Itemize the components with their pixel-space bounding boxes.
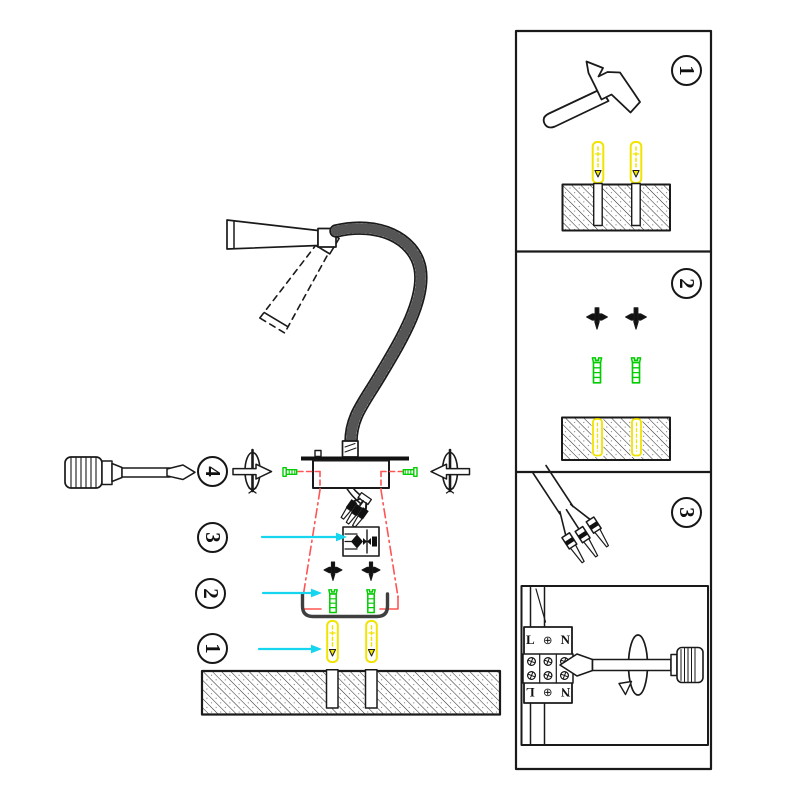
- rotation-arrowhead: [618, 680, 633, 696]
- step-3-badge: 3: [196, 521, 228, 553]
- screwdriver-icon: [64, 456, 196, 489]
- gooseneck-stem: [341, 440, 359, 458]
- terminal-l-label-flipped: L: [526, 685, 535, 700]
- turn-screw-right: [430, 448, 471, 494]
- step-arrows: [257, 532, 347, 654]
- panel-1-badge: 1: [670, 54, 702, 86]
- panel-3-badge: 3: [670, 496, 702, 528]
- panel-1-number: 1: [674, 64, 699, 76]
- wiring-detail-box: [520, 585, 709, 746]
- hammer-head-icon: [585, 60, 641, 114]
- push-arrow-right: [232, 463, 273, 480]
- panel-3-wire-ends: [532, 464, 610, 564]
- panel-2-badge: 2: [670, 267, 702, 299]
- terminal-labels-bottom: L ⊕ N: [526, 685, 570, 700]
- terminal-l-label: L: [526, 632, 535, 647]
- terminal-labels-top: L ⊕ N: [526, 632, 570, 647]
- lamp-head: [226, 219, 337, 250]
- step-2-badge: 2: [194, 577, 226, 609]
- terminal-block-side-view: [342, 526, 380, 557]
- terminal-screw-symbol: ⊕: [542, 635, 553, 647]
- gooseneck-arm: [329, 221, 428, 458]
- step-3-number: 3: [200, 531, 225, 543]
- turn-screw-left: [232, 448, 273, 494]
- terminal-screw-symbol: ⊕: [542, 687, 553, 699]
- step-1-number: 1: [200, 642, 225, 654]
- terminal-n-label-flipped: N: [560, 685, 570, 700]
- panel-3-number: 3: [674, 506, 699, 518]
- mounting-canopy: [301, 449, 409, 489]
- hammer-icon: [542, 88, 610, 129]
- steps-panel-column: [514, 29, 713, 771]
- step-1-badge: 1: [196, 632, 228, 664]
- lamp-cable-connector: [340, 487, 373, 528]
- step-4-number: 4: [200, 465, 225, 477]
- panel-2-number: 2: [674, 277, 699, 289]
- panel-2-insert-screws: [561, 307, 671, 461]
- push-arrow-left: [430, 463, 471, 480]
- step-2-number: 2: [198, 587, 223, 599]
- panel-1-drill-anchors: [542, 60, 671, 232]
- mounting-bracket: [300, 592, 390, 619]
- terminal-n-label: N: [560, 632, 570, 647]
- step-4-badge: 4: [196, 455, 228, 487]
- screwdriver-detail: [559, 634, 704, 696]
- wall-section: [200, 669, 502, 716]
